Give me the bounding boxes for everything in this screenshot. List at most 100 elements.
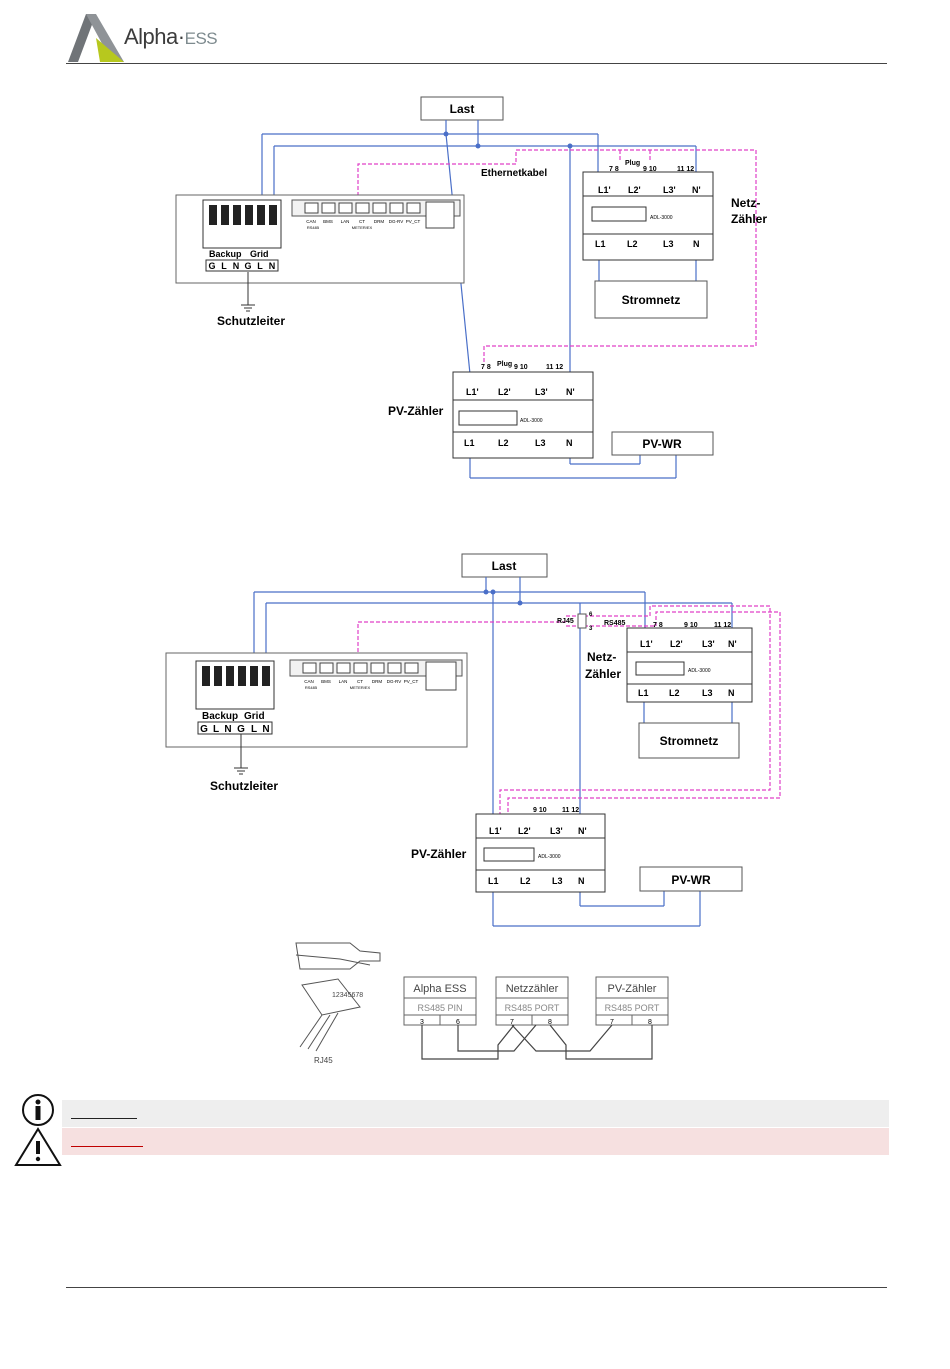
rs485-wiring-figure: 12345678 RJ45 Alpha ESS RS485 PIN 3 6 Ne… <box>295 942 669 1065</box>
svg-text:N: N <box>224 724 231 735</box>
svg-text:G: G <box>208 261 215 271</box>
pv-meter-2: ADL-3000 L1' L2' L3' N' 9 10 11 12 L1 L2… <box>475 807 606 893</box>
grid-label-2: Grid <box>244 711 265 722</box>
backup-label: Backup <box>209 249 242 259</box>
device-grid-meter: Netzzähler RS485 PORT 7 8 <box>495 976 569 1026</box>
svg-text:CT: CT <box>357 679 363 684</box>
svg-text:L2: L2 <box>669 688 680 698</box>
rj45-connector-icon <box>577 613 587 629</box>
svg-text:9 10: 9 10 <box>684 622 698 629</box>
svg-text:6: 6 <box>456 1019 460 1026</box>
svg-text:N: N <box>233 261 240 271</box>
svg-text:L2': L2' <box>518 826 531 836</box>
grid-box-2 <box>638 722 740 759</box>
svg-text:7 8: 7 8 <box>609 166 619 173</box>
svg-text:N': N' <box>728 639 737 649</box>
grid-meter-1: ADL-3000 L1' L2' L3' N' 7 8 9 10 11 12 P… <box>582 160 714 261</box>
svg-text:L2': L2' <box>498 387 511 397</box>
pv-meter-label-2: PV-Zähler <box>411 847 467 861</box>
inverter-ports-2: CAN BMS LAN CT DRM DG-RV PV_CT RS485 MET… <box>289 659 463 691</box>
rj45-label: RJ45 <box>557 618 574 625</box>
grid-meter-2: ADL-3000 L1' L2' L3' N' 7 8 9 10 11 12 L… <box>626 622 753 703</box>
grid-meter-label-2a: Netz- <box>587 650 616 664</box>
svg-text:N': N' <box>566 387 575 397</box>
warning-notice <box>62 1128 889 1155</box>
ethernet-cable <box>357 149 757 362</box>
svg-text:METER/EX: METER/EX <box>350 685 371 690</box>
svg-text:L3': L3' <box>663 185 676 195</box>
warning-icon <box>14 1126 62 1168</box>
alpha-ess-logo: Alpha·ESS <box>66 8 226 64</box>
svg-text:RS485: RS485 <box>305 685 318 690</box>
svg-text:Plug: Plug <box>497 361 512 368</box>
svg-text:ADL-3000: ADL-3000 <box>538 854 561 860</box>
svg-text:N': N' <box>692 185 701 195</box>
svg-text:DRM: DRM <box>374 219 384 224</box>
svg-text:L3': L3' <box>702 639 715 649</box>
svg-text:L3: L3 <box>552 876 563 886</box>
wiring-diagram-2: Last RJ45 6 3 RS485 Backu <box>165 553 781 927</box>
svg-text:PV_CT: PV_CT <box>404 679 419 684</box>
svg-text:L3': L3' <box>535 387 548 397</box>
svg-text:ADL-3000: ADL-3000 <box>520 418 543 424</box>
svg-text:L3: L3 <box>663 239 674 249</box>
load-box <box>420 96 504 121</box>
svg-text:ADL-3000: ADL-3000 <box>688 668 711 674</box>
svg-text:7: 7 <box>610 1019 614 1026</box>
ethernet-label: Ethernetkabel <box>481 168 547 179</box>
svg-text:11 12: 11 12 <box>546 364 563 371</box>
svg-text:RS485: RS485 <box>307 225 320 230</box>
pv-inverter-box-2 <box>639 866 743 892</box>
svg-text:Plug: Plug <box>625 160 640 167</box>
rs485-connection-lines <box>421 1024 653 1060</box>
earth-label-2: Schutzleiter <box>210 779 278 793</box>
svg-text:CT: CT <box>359 219 365 224</box>
svg-text:BMS: BMS <box>321 679 331 684</box>
svg-text:N: N <box>728 688 735 698</box>
grid-meter-label-1: Netz- <box>731 196 760 210</box>
earth-label: Schutzleiter <box>217 314 285 328</box>
load-label: Last <box>450 102 475 116</box>
svg-text:L: L <box>221 261 227 271</box>
grid-meter-label-2b: Zähler <box>585 667 621 681</box>
svg-text:11 12: 11 12 <box>677 166 694 173</box>
connector-pin-numbers: 12345678 <box>332 992 363 999</box>
footer-divider <box>66 1287 887 1288</box>
svg-text:L1': L1' <box>466 387 479 397</box>
grid-box <box>594 280 708 319</box>
svg-text:ADL-3000: ADL-3000 <box>650 215 673 221</box>
load-label-2: Last <box>492 559 517 573</box>
grid-meter-label-2: Zähler <box>731 212 767 226</box>
inverter-terminal-letters-2: G L N G L N <box>197 721 273 735</box>
svg-text:11 12: 11 12 <box>562 807 579 814</box>
svg-text:L1: L1 <box>464 438 475 448</box>
svg-text:G: G <box>200 724 208 735</box>
power-wires-2 <box>253 577 733 927</box>
svg-text:7: 7 <box>510 1019 514 1026</box>
svg-text:8: 8 <box>548 1019 552 1026</box>
rs485-cable <box>357 605 781 814</box>
svg-text:8: 8 <box>648 1019 652 1026</box>
wiring-diagram-1: Last Ethernetkabel Backup Grid <box>175 96 767 479</box>
svg-text:L3: L3 <box>702 688 713 698</box>
svg-text:L: L <box>251 724 257 735</box>
info-notice-link[interactable] <box>71 1104 137 1119</box>
svg-text:11 12: 11 12 <box>714 622 731 629</box>
svg-text:DG-RV: DG-RV <box>389 219 403 224</box>
header-divider <box>66 63 887 64</box>
svg-text:L2': L2' <box>628 185 641 195</box>
warning-notice-link[interactable] <box>71 1132 143 1147</box>
rs485-label: RS485 <box>604 620 626 627</box>
svg-text:G: G <box>237 724 245 735</box>
svg-text:9 10: 9 10 <box>514 364 528 371</box>
pv-meter-label: PV-Zähler <box>388 404 444 418</box>
svg-text:L3': L3' <box>550 826 563 836</box>
svg-text:N: N <box>693 239 700 249</box>
svg-text:9 10: 9 10 <box>533 807 547 814</box>
grid-label-box: Stromnetz <box>622 293 681 307</box>
svg-text:N: N <box>566 438 573 448</box>
svg-text:CAN: CAN <box>306 219 316 224</box>
svg-text:DG-RV: DG-RV <box>387 679 401 684</box>
svg-text:L: L <box>257 261 263 271</box>
svg-text:9 10: 9 10 <box>643 166 657 173</box>
